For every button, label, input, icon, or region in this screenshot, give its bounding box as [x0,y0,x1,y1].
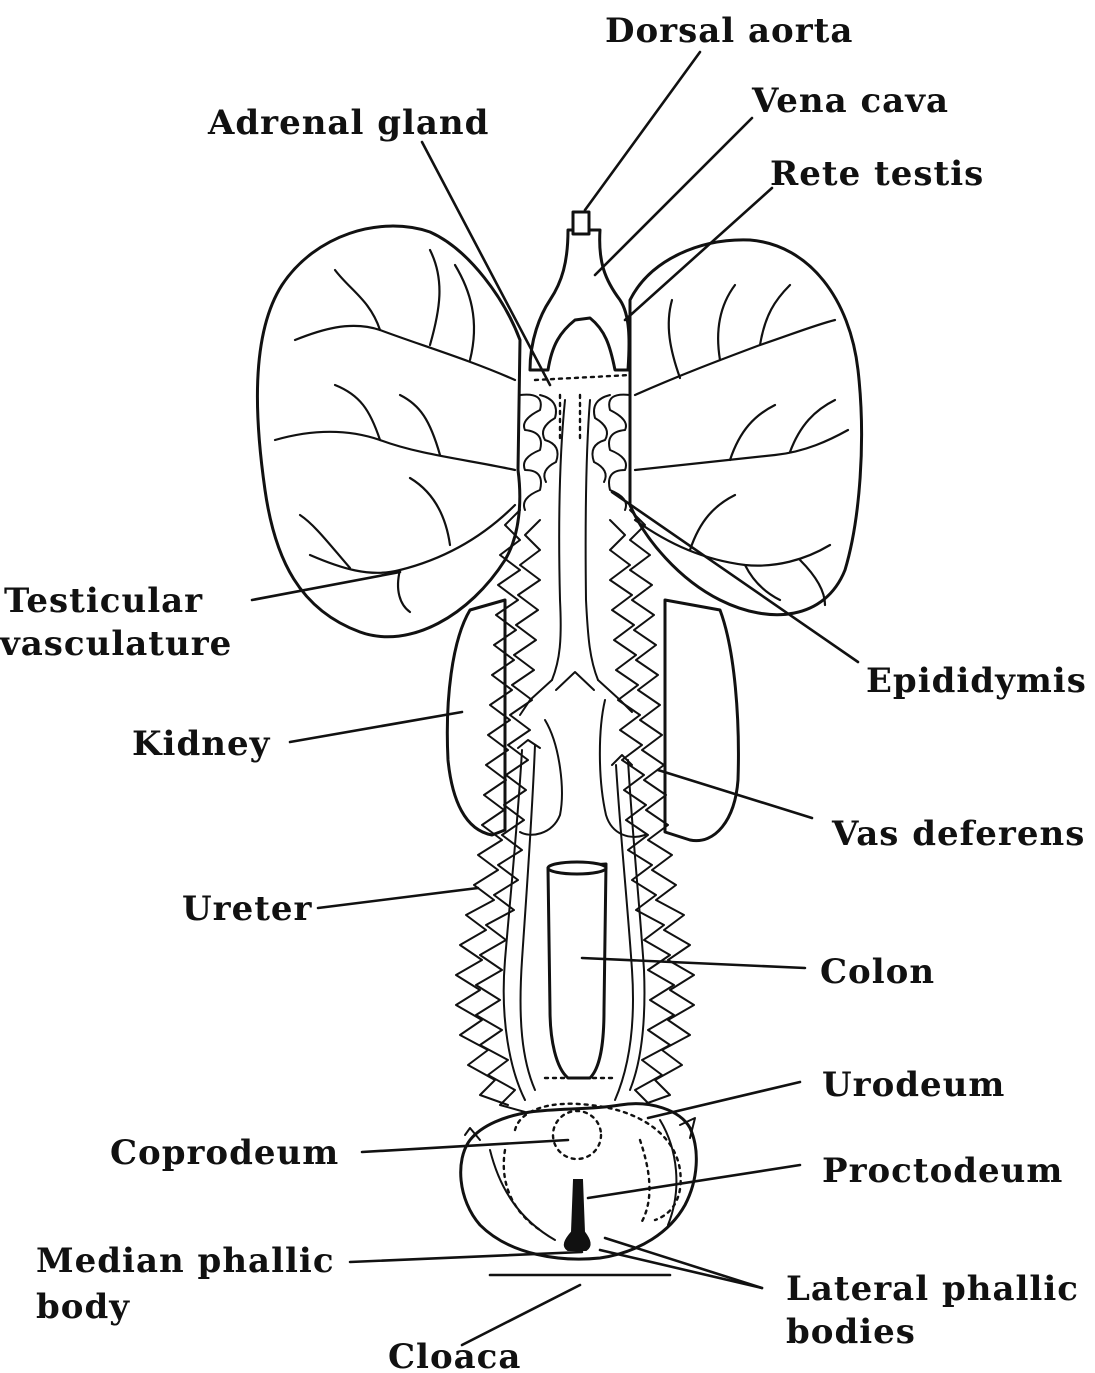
right-kidney [665,600,738,841]
colon-opening [548,862,606,874]
label-colon: Colon [820,952,935,992]
label-ureter: Ureter [182,889,313,929]
label-lateral-phallic-bodies-line1: Lateral phallic [786,1269,1079,1309]
iliac-branch [520,672,632,715]
label-median-phallic-body-line1: Median phallic [36,1241,335,1281]
label-coprodeum: Coprodeum [110,1133,339,1173]
label-rete-testis: Rete testis [770,154,984,194]
label-testicular-vasculature-line2: vasculature [0,624,232,664]
label-kidney: Kidney [132,724,271,764]
dorsal-aorta-stub [573,212,589,234]
label-epididymis: Epididymis [866,661,1087,701]
label-adrenal-gland: Adrenal gland [207,103,489,143]
left-epididymis [520,395,558,510]
right-ureter [615,760,644,1100]
right-inner-lobe [600,700,645,837]
left-kidney [447,600,505,835]
central-vessel-right [586,400,598,680]
label-dorsal-aorta: Dorsal aorta [605,11,853,51]
label-proctodeum: Proctodeum [822,1151,1063,1191]
label-vena-cava: Vena cava [751,81,949,121]
label-cloaca: Cloaca [388,1337,521,1373]
label-testicular-vasculature-line1: Testicular [4,581,203,621]
label-vas-deferens: Vas deferens [831,814,1085,854]
label-lateral-phallic-bodies-line2: bodies [786,1312,916,1352]
label-urodeum: Urodeum [822,1065,1005,1105]
left-ureter [504,745,535,1100]
label-median-phallic-body-line2: body [36,1287,130,1327]
left-inner-lobe [520,720,562,835]
colon [548,864,606,1078]
central-vessel-left [552,400,565,680]
vena-cava-trunk [530,230,629,370]
